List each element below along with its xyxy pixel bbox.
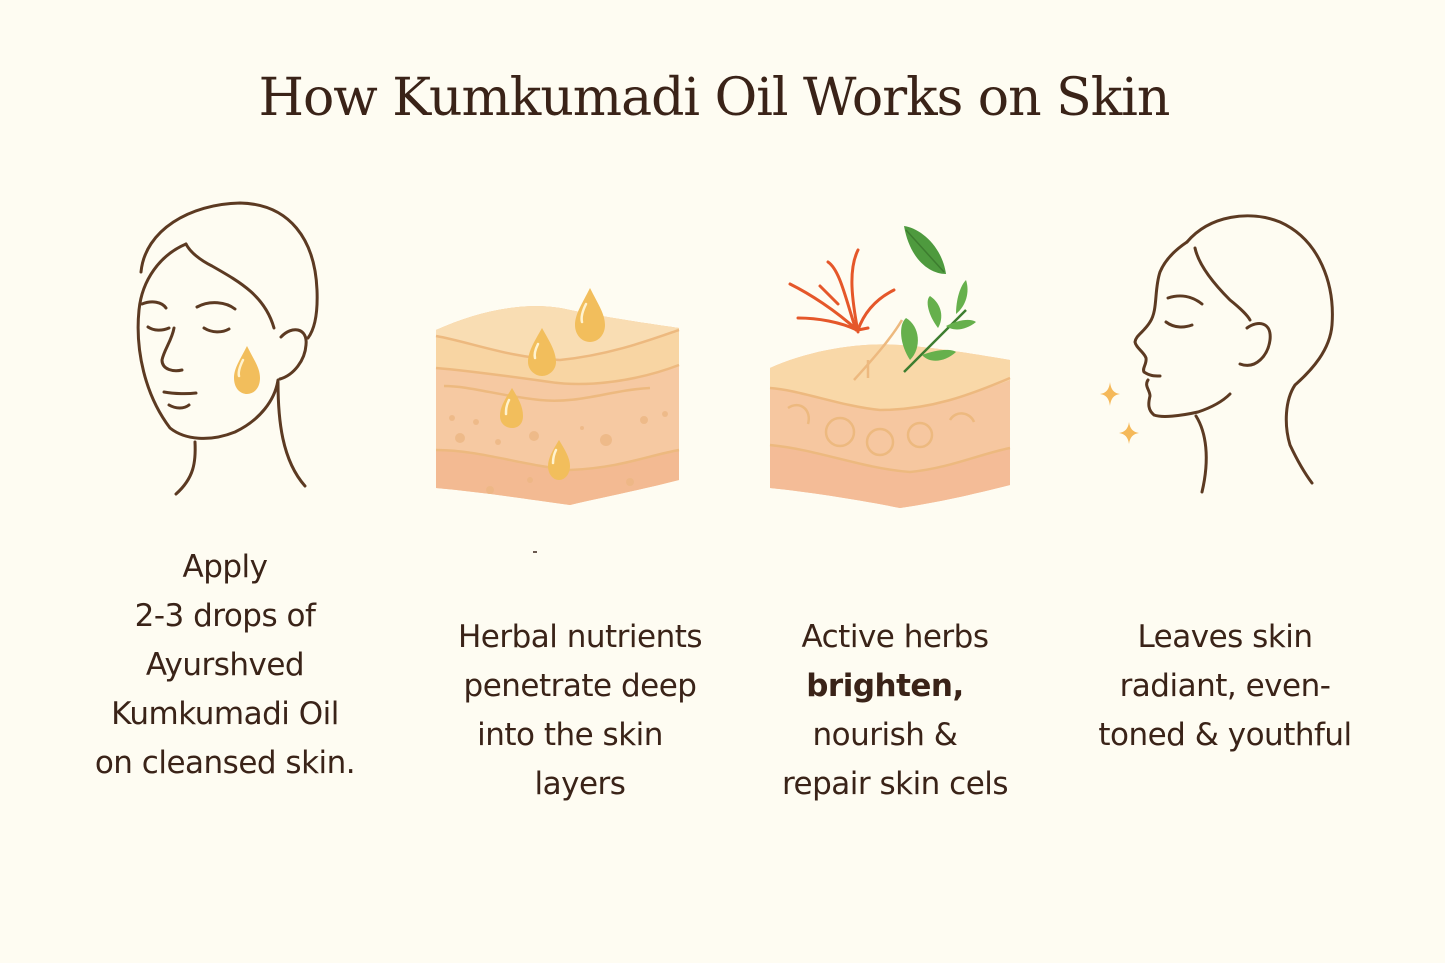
oil-drop-icon [234,346,260,394]
caption-line: Leaves skin [1137,619,1313,655]
infographic-title: How Kumkumadi Oil Works on Skin [258,68,1171,128]
skin-layers-with-herbs-icon [769,226,1011,508]
radiant-face-profile-icon [1100,214,1334,494]
step-1-caption: Apply 2-3 drops of Ayurshved Kumkumadi O… [60,543,390,788]
caption-line: on cleansed skin. [94,745,356,781]
caption-line: Active herbs [801,619,989,655]
caption-line: Kumkumadi Oil [111,696,339,732]
caption-line: repair skin cels [781,766,1009,802]
sparkle-icon [1100,382,1139,444]
caption-line: Ayurshved [145,647,305,683]
caption-line-bold: brighten, [806,668,964,704]
caption-line: layers [534,766,626,802]
caption-line: penetrate deep [463,668,697,704]
step-3-caption: Active herbs brighten, nourish & repair … [760,613,1030,809]
face-with-oil-drop-icon [136,201,319,496]
caption-line: Herbal nutrients [457,619,703,655]
caption-line: toned & youthful [1098,717,1352,753]
stray-mark [533,551,537,553]
caption-line: radiant, even- [1119,668,1331,704]
caption-line: Apply [182,549,268,585]
caption-line: 2-3 drops of [134,598,316,634]
caption-line: into the skin [477,717,663,753]
step-2-caption: Herbal nutrients penetrate deep into the… [420,613,740,809]
caption-line: nourish & [812,717,958,753]
step-4-caption: Leaves skin radiant, even- toned & youth… [1080,613,1370,760]
skin-layers-with-oil-drops-icon [435,288,680,505]
